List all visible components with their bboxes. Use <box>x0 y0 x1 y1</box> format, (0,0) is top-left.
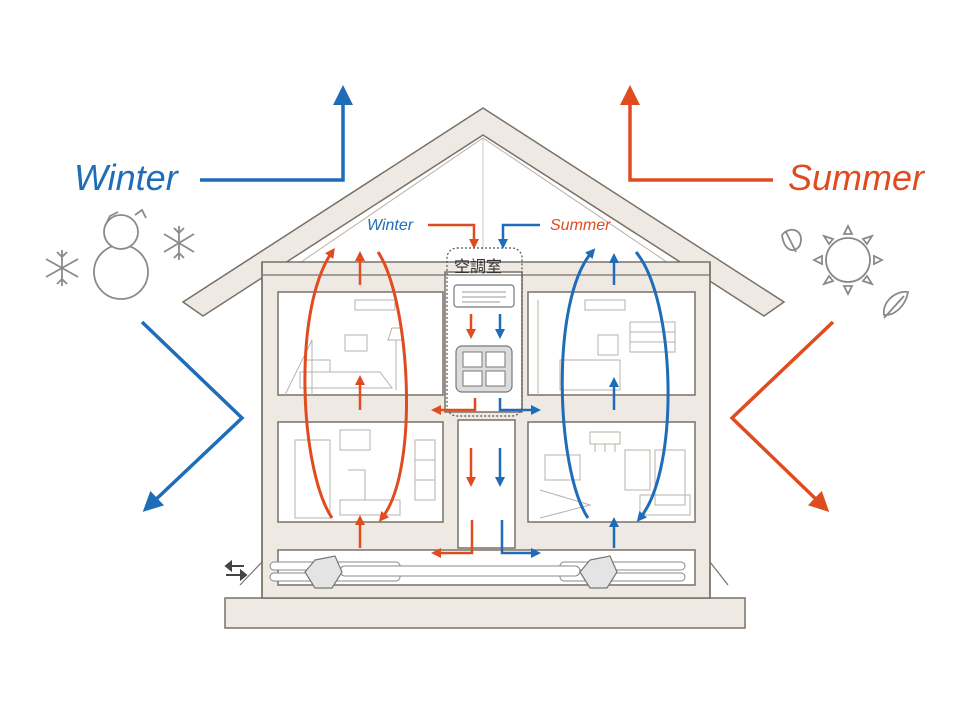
summer-title: Summer <box>788 157 925 198</box>
winter-inlet-label: Winter <box>367 217 414 234</box>
winter-circulation <box>303 247 477 558</box>
ac-room-enclosure <box>446 247 523 417</box>
ventilation-unit-icon <box>304 555 343 589</box>
leaf-icon <box>781 228 802 253</box>
ac-room-label: 空調室 <box>454 257 503 276</box>
winter-exhaust-arrow <box>200 85 353 182</box>
winter-side-arrow <box>140 320 245 512</box>
room-sketches <box>284 299 691 519</box>
house-structure <box>181 107 786 629</box>
walls <box>261 261 711 599</box>
summer-circulation <box>495 248 670 558</box>
sun-icon <box>811 223 885 297</box>
summer-inlet-label: Summer <box>550 217 611 234</box>
vent-grille-icon <box>455 345 513 393</box>
summer-exhaust-arrow <box>620 85 773 182</box>
snowman-icon <box>93 208 149 300</box>
snowflake-icon <box>45 250 79 286</box>
summer-inlet-arrow <box>498 223 540 249</box>
leaf-icon <box>883 290 910 319</box>
roof <box>181 107 786 317</box>
air-conditioner-icon <box>453 284 515 308</box>
ventilation-unit-icon <box>579 555 618 589</box>
winter-title: Winter <box>74 157 178 198</box>
snowflake-icon <box>163 226 195 260</box>
intake-exhaust-icon <box>224 559 248 582</box>
foundation <box>224 597 746 629</box>
summer-side-arrow <box>729 320 835 512</box>
winter-inlet-arrow <box>428 223 479 249</box>
